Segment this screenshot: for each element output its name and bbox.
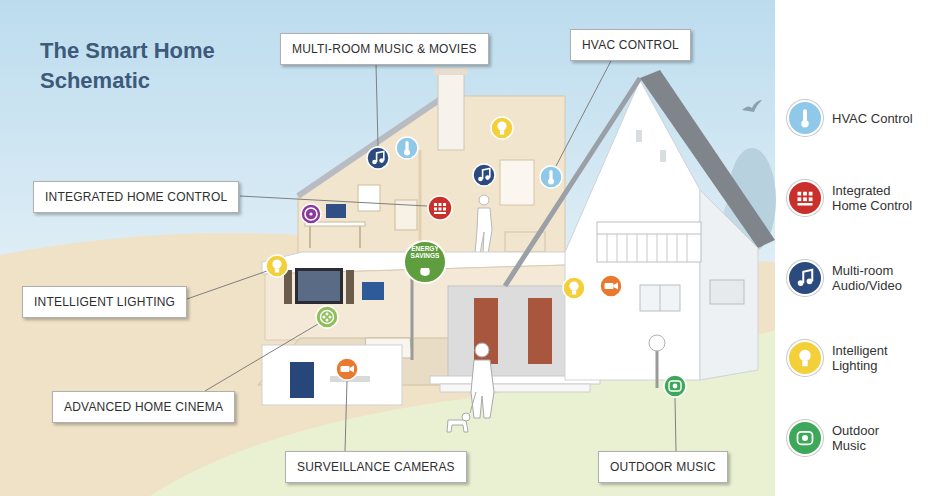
callout-text: ADVANCED HOME CINEMA — [64, 400, 223, 414]
legend-swatch — [787, 180, 823, 216]
callout-text: MULTI-ROOM MUSIC & MOVIES — [292, 42, 477, 56]
callout-box: SURVEILLANCE CAMERAS — [285, 451, 467, 483]
callout-text: INTELLIGENT LIGHTING — [34, 295, 175, 309]
legend-text: Multi-room Audio/Video — [832, 263, 916, 293]
legend-swatch — [787, 420, 823, 456]
legend-swatch — [787, 100, 823, 136]
legend-text: HVAC Control — [832, 111, 916, 126]
legend-glyph — [789, 262, 821, 294]
legend-glyph — [789, 422, 821, 454]
callout-text: HVAC CONTROL — [582, 38, 679, 52]
callout-box: HVAC CONTROL — [570, 29, 691, 61]
callout-box: MULTI-ROOM MUSIC & MOVIES — [280, 33, 489, 65]
legend-text: Outdoor Music — [832, 423, 916, 453]
diagram-title: The Smart Home Schematic — [40, 36, 230, 95]
callout-box: ADVANCED HOME CINEMA — [52, 391, 235, 423]
legend-glyph — [789, 342, 821, 374]
callout-text: OUTDOOR MUSIC — [610, 460, 716, 474]
callout-box: INTEGRATED HOME CONTROL — [33, 181, 239, 213]
legend-text: Integrated Home Control — [832, 183, 916, 213]
callout-text: SURVEILLANCE CAMERAS — [297, 460, 455, 474]
legend-swatch — [787, 260, 823, 296]
callout-box: INTELLIGENT LIGHTING — [22, 286, 187, 318]
callout-text: INTEGRATED HOME CONTROL — [45, 190, 227, 204]
legend-glyph — [789, 102, 821, 134]
legend-glyph — [789, 182, 821, 214]
legend-text: Intelligent Lighting — [832, 343, 916, 373]
callout-box: OUTDOOR MUSIC — [598, 451, 728, 483]
badge-label: ENERGY SAVINGS — [405, 246, 445, 260]
legend-swatch — [787, 340, 823, 376]
